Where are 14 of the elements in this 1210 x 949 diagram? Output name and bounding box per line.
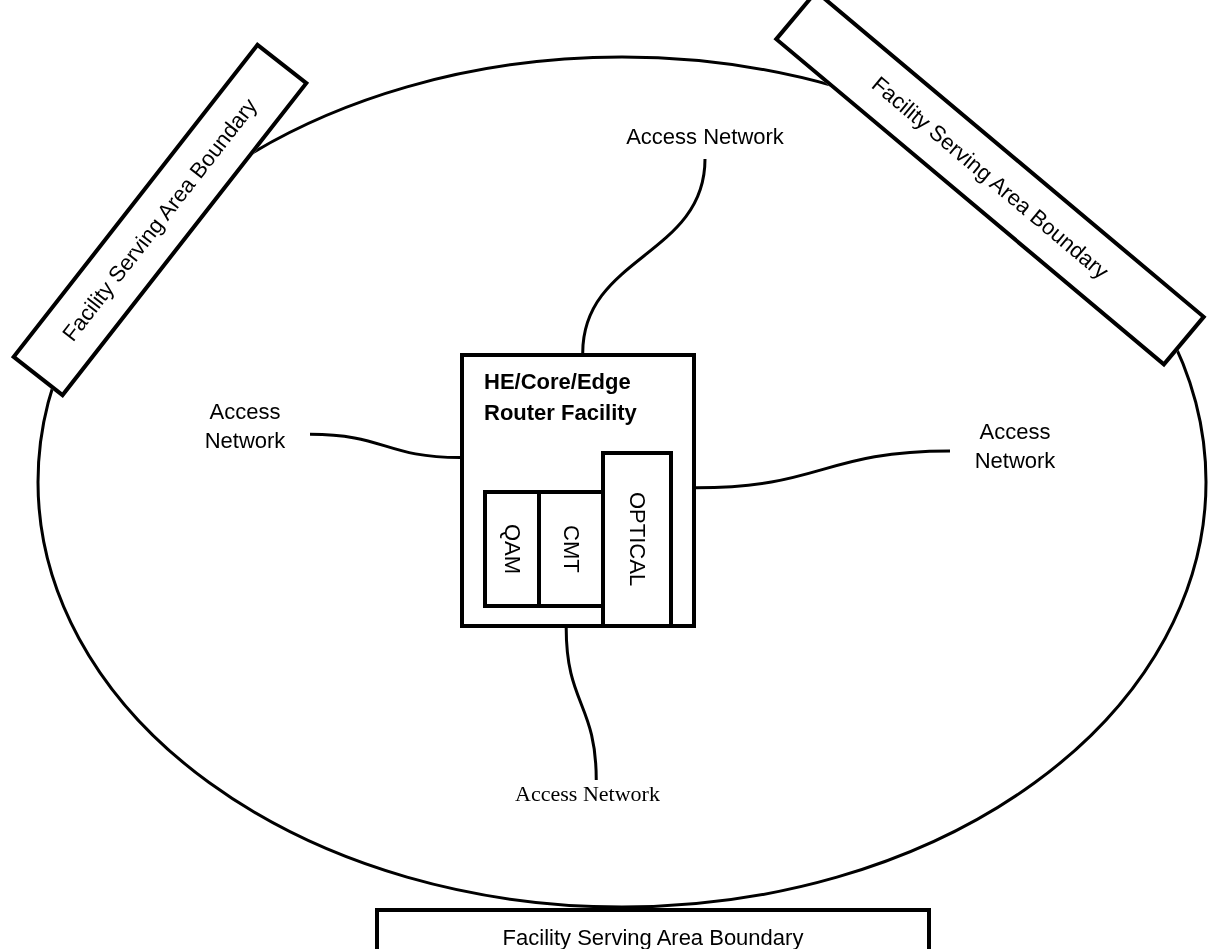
- network-label: Access Network: [500, 780, 675, 812]
- facility-box: [460, 353, 696, 628]
- equipment-label: OPTICAL: [624, 492, 650, 587]
- connector-line: [309, 432, 461, 459]
- connector-line: [564, 627, 598, 781]
- equipment-label: CMT: [558, 525, 584, 573]
- facility-title: HE/Core/Edge Router Facility: [484, 368, 638, 427]
- network-label: Access Network: [590, 123, 820, 159]
- connector-line: [695, 449, 951, 490]
- network-label: Access Network: [180, 398, 310, 464]
- boundary-label: Facility Serving Area Boundary: [502, 925, 804, 949]
- connector-line: [581, 158, 707, 354]
- network-label: Access Network: [950, 418, 1080, 484]
- equipment-label: QAM: [499, 523, 525, 575]
